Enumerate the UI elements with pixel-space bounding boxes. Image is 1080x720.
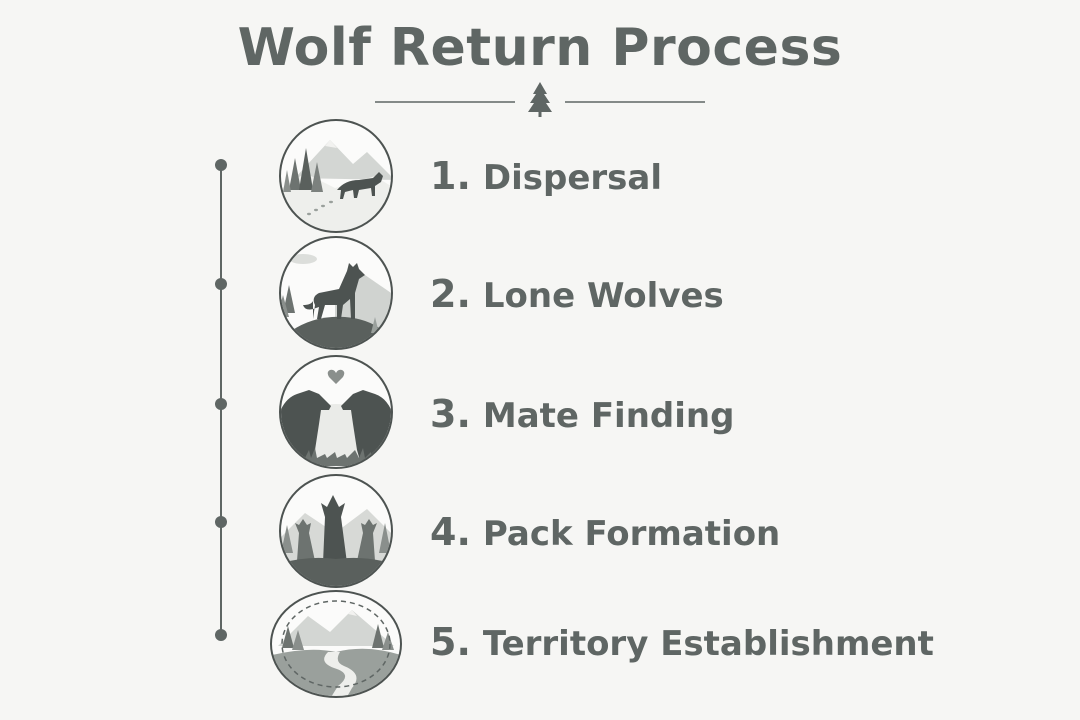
timeline-node-5 bbox=[215, 629, 227, 641]
step-2-text: Lone Wolves bbox=[482, 276, 724, 316]
title-divider bbox=[375, 82, 705, 117]
step-2-number: 2. bbox=[430, 272, 471, 316]
wolf-pack-icon bbox=[279, 474, 393, 588]
step-5-label: 5. Territory Establishment bbox=[430, 617, 934, 667]
timeline-node-3 bbox=[215, 398, 227, 410]
step-4-number: 4. bbox=[430, 510, 471, 554]
timeline-node-4 bbox=[215, 516, 227, 528]
step-4-label: 4. Pack Formation bbox=[430, 507, 780, 557]
step-1-text: Dispersal bbox=[482, 158, 663, 198]
step-3-label: 3. Mate Finding bbox=[430, 389, 734, 439]
pine-tree-icon bbox=[528, 82, 552, 117]
step-5-text: Territory Establishment bbox=[482, 624, 934, 664]
dispersal-icon bbox=[279, 119, 393, 233]
step-3-number: 3. bbox=[430, 392, 471, 436]
page-title: Wolf Return Process bbox=[237, 18, 843, 78]
step-2-label: 2. Lone Wolves bbox=[430, 269, 724, 319]
step-3-text: Mate Finding bbox=[482, 396, 735, 436]
step-4-text: Pack Formation bbox=[482, 514, 781, 554]
timeline-node-2 bbox=[215, 278, 227, 290]
mating-pair-icon bbox=[279, 355, 393, 469]
territory-icon bbox=[270, 590, 402, 698]
heart-icon bbox=[327, 369, 345, 384]
step-5-number: 5. bbox=[430, 620, 471, 664]
step-1-label: 1. Dispersal bbox=[430, 151, 662, 201]
lone-wolf-icon bbox=[279, 236, 393, 350]
step-1-number: 1. bbox=[430, 154, 471, 198]
timeline-node-1 bbox=[215, 159, 227, 171]
